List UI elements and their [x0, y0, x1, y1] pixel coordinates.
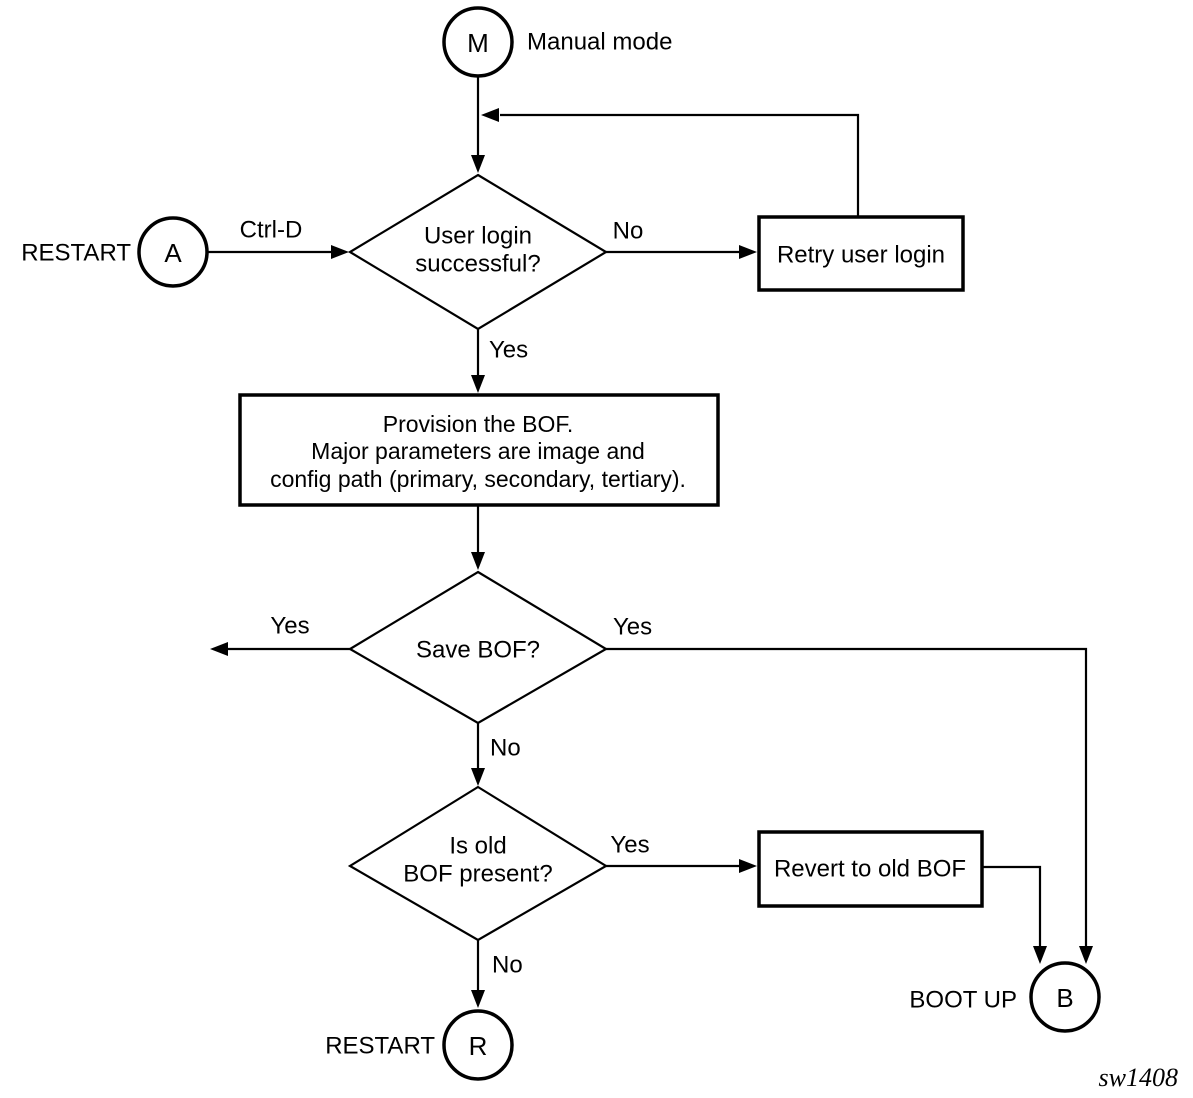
- edge-label-login-yes: Yes: [489, 337, 528, 364]
- arrowhead-down-into-provision: [471, 375, 485, 393]
- provision-box-line3: config path (primary, secondary, tertiar…: [270, 466, 686, 492]
- decision-is-old-bof-present: [347, 785, 609, 942]
- save-diamond-label: Save BOF?: [416, 637, 540, 664]
- login-diamond-line2: successful?: [415, 251, 540, 278]
- process-revert-to-old-bof: [757, 830, 984, 908]
- oldbof-diamond-line1: Is old: [449, 833, 506, 860]
- edge-label-save-no: No: [490, 735, 521, 762]
- manual-mode-label: Manual mode: [527, 29, 672, 56]
- terminal-circle-manual-mode: [442, 6, 514, 78]
- edge-label-login-no: No: [613, 218, 644, 245]
- terminal-letter-a: A: [164, 238, 182, 268]
- boot-up-label: BOOT UP: [909, 987, 1017, 1014]
- revert-box-label: Revert to old BOF: [774, 856, 966, 883]
- provision-box-line2: Major parameters are image and: [311, 438, 645, 464]
- arrowhead-right-into-login: [331, 245, 349, 259]
- login-diamond-line1: User login: [424, 223, 532, 250]
- edge-label-oldbof-no: No: [492, 952, 523, 979]
- terminal-letter-m: M: [467, 28, 489, 58]
- arrowhead-down-into-boot-right: [1079, 946, 1093, 964]
- arrowhead-down-into-save: [471, 552, 485, 570]
- terminal-letter-b: B: [1056, 983, 1073, 1013]
- restart-r-label: RESTART: [325, 1033, 435, 1060]
- arrowhead-down-into-login: [471, 155, 485, 173]
- arrowhead-down-into-restart: [471, 990, 485, 1008]
- terminal-circle-restart-r: [442, 1009, 514, 1081]
- arrowhead-down-into-boot-left: [1033, 946, 1047, 964]
- connector-retry-feedback: [500, 113, 860, 216]
- arrowhead-right-into-retry: [739, 245, 757, 259]
- figure-id-watermark: sw1408: [1099, 1063, 1178, 1092]
- arrowhead-left-exit: [210, 642, 228, 656]
- terminal-letter-r: R: [469, 1031, 488, 1061]
- decision-save-bof: [347, 570, 609, 725]
- decision-user-login-successful: [347, 173, 609, 331]
- terminal-circle-restart-a: [137, 216, 209, 288]
- process-retry-user-login: [757, 215, 965, 292]
- edge-label-save-yes-left: Yes: [270, 613, 309, 640]
- edge-label-oldbof-yes: Yes: [610, 832, 649, 859]
- connector-save-yes-to-boot: [606, 647, 1088, 948]
- retry-box-label: Retry user login: [777, 242, 945, 269]
- terminal-circle-boot-b: [1029, 961, 1101, 1033]
- provision-box-line1: Provision the BOF.: [383, 411, 573, 437]
- restart-a-label: RESTART: [21, 240, 131, 267]
- edge-label-save-yes-right: Yes: [613, 614, 652, 641]
- arrowhead-right-into-revert: [739, 859, 757, 873]
- edge-label-ctrl-d: Ctrl-D: [240, 217, 303, 244]
- arrowhead-left-feedback: [481, 108, 499, 122]
- oldbof-diamond-line2: BOF present?: [403, 861, 552, 888]
- arrowhead-down-into-oldbof: [471, 768, 485, 786]
- process-provision-bof: [238, 393, 720, 507]
- connector-revert-to-boot: [982, 865, 1042, 948]
